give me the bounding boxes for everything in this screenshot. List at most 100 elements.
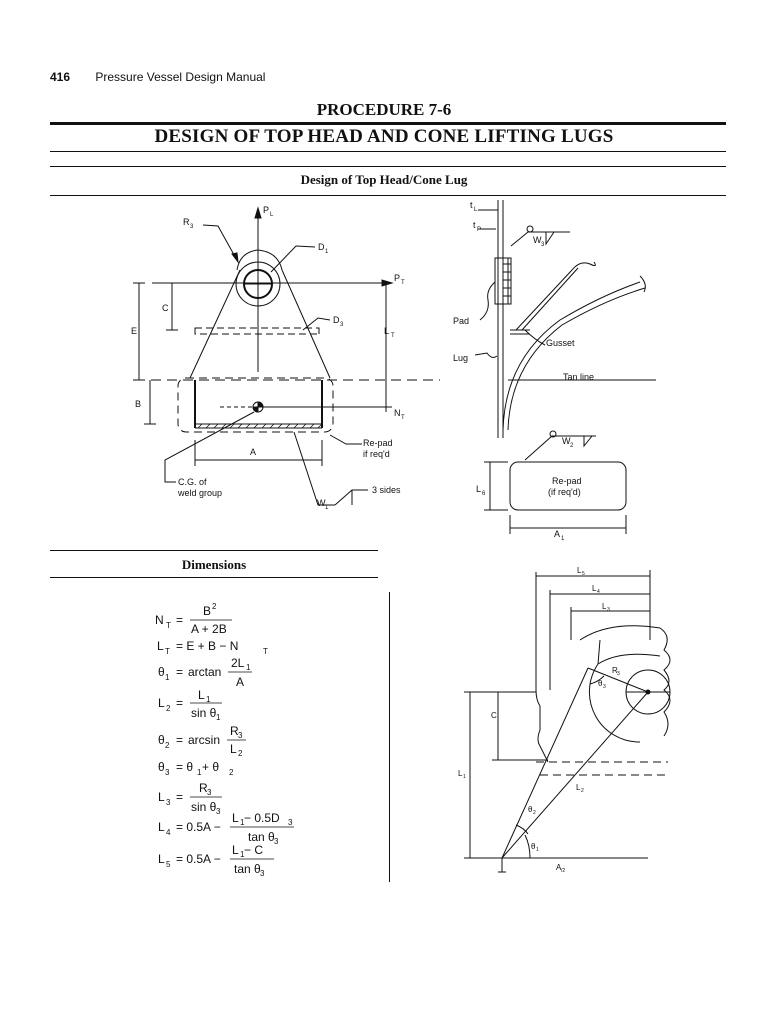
title-rule-bottom: [50, 151, 726, 152]
label-w1-sub: 1: [325, 505, 329, 511]
label-l6: L: [476, 484, 481, 494]
eq7-equals: =: [176, 790, 183, 804]
eq9-num-sub: 1: [240, 850, 245, 859]
label-pt-sub: T: [401, 280, 405, 286]
subtitle-rule-top: [50, 166, 726, 167]
eq7-den-sub: 3: [216, 807, 221, 816]
eq4-lhs-sub: 2: [166, 704, 171, 713]
label-w3: W: [533, 235, 542, 245]
eq5-den: L: [230, 742, 237, 756]
eq6-rhs-sub2: 2: [229, 768, 234, 777]
eq1-num-sup: 2: [212, 602, 217, 611]
column-divider: [389, 592, 390, 882]
eq4-num-sub: 1: [206, 695, 211, 704]
eq3-num: 2L: [231, 656, 245, 670]
label-l2-sub: 2: [581, 788, 584, 794]
label-a1-sub: 1: [561, 536, 565, 542]
label-tan-line: Tan line: [563, 372, 594, 382]
book-title: Pressure Vessel Design Manual: [95, 70, 266, 84]
label-c: C: [491, 711, 497, 720]
dimensions-rule-top: [50, 550, 378, 551]
label-tl-sub: L: [474, 207, 478, 213]
label-lt: L: [384, 326, 389, 336]
label-e: E: [131, 326, 137, 336]
eq9-num-tail: − C: [244, 843, 263, 857]
label-b: B: [135, 399, 141, 409]
eq2-lhs-sub: T: [165, 647, 170, 656]
eq9-lhs-sub: 5: [166, 860, 171, 869]
label-pl: P: [263, 205, 269, 215]
label-theta2: θ: [528, 805, 533, 814]
eq8-pre: = 0.5A −: [176, 820, 221, 834]
label-cg-2: weld group: [177, 488, 222, 498]
eq1-num: B: [203, 604, 211, 618]
eq6-plus: + θ: [202, 760, 219, 774]
label-w3-sub: 3: [541, 242, 545, 248]
label-r3-sub: 3: [190, 224, 194, 230]
eq2-tail-sub: T: [263, 647, 268, 656]
eq9-lhs: L: [158, 852, 165, 866]
label-c: C: [162, 303, 169, 313]
eq1-equals: =: [176, 613, 183, 627]
eq4-lhs: L: [158, 696, 165, 710]
eq7-num-sub: 3: [207, 788, 212, 797]
label-pad: Pad: [453, 316, 469, 326]
eq4-equals: =: [176, 696, 183, 710]
eq5-lhs-sub: 2: [165, 741, 170, 750]
label-d1: D: [318, 242, 325, 252]
eq8-den: tan θ: [248, 830, 275, 844]
label-repad-2: if req'd: [363, 449, 390, 459]
eq6-lhs-sub: 3: [165, 768, 170, 777]
label-l5-sub: 5: [582, 571, 585, 577]
eq4-den-sub: 1: [216, 713, 221, 722]
label-theta2-sub: 2: [533, 810, 536, 816]
label-r3: R: [183, 217, 190, 227]
eq2-lhs: L: [157, 639, 164, 653]
label-3-sides: 3 sides: [372, 485, 401, 495]
label-nt: N: [394, 408, 401, 418]
eq7-lhs-sub: 3: [166, 798, 171, 807]
label-a2: A: [556, 863, 562, 872]
eq3-lhs: θ: [158, 665, 165, 679]
eq8-num-tail-sub: 3: [288, 818, 293, 827]
eq7-num: R: [199, 781, 208, 795]
section-subtitle: Design of Top Head/Cone Lug: [300, 172, 468, 187]
eq9-num: L: [232, 843, 239, 857]
eq5-fn: arcsin: [188, 733, 220, 747]
label-pl-sub: L: [270, 212, 274, 218]
label-d1-sub: 1: [325, 249, 329, 255]
label-gusset: Gusset: [546, 338, 575, 348]
eq6-rhs-sub1: 1: [197, 768, 202, 777]
eq5-num-sub: 3: [238, 731, 243, 740]
label-tp-sub: P: [477, 227, 481, 233]
eq5-den-sub: 2: [238, 749, 243, 758]
eq3-num-sub: 1: [246, 663, 251, 672]
label-theta3-sub: 3: [603, 684, 606, 690]
eq1-lhs: N: [155, 613, 164, 627]
eq1-lhs-sub: T: [166, 621, 171, 630]
eq9-den: tan θ: [234, 862, 261, 876]
label-d3-sub: 3: [340, 322, 344, 328]
label-theta1-sub: 1: [536, 847, 539, 853]
page-title: DESIGN OF TOP HEAD AND CONE LIFTING LUGS: [154, 126, 614, 147]
title-rule-top: [50, 122, 726, 125]
eq7-den: sin θ: [191, 800, 217, 814]
label-w1: W: [317, 498, 326, 508]
label-lt-sub: T: [391, 333, 395, 339]
eq1-den: A + 2B: [191, 622, 227, 636]
eq8-lhs-sub: 4: [166, 828, 171, 837]
eq5-num: R: [230, 724, 239, 738]
label-d3: D: [333, 315, 340, 325]
eq8-num-tail: − 0.5D: [244, 811, 280, 825]
label-theta1: θ: [531, 842, 536, 851]
label-a1: A: [554, 529, 560, 539]
label-tl: t: [470, 200, 473, 210]
label-a: A: [250, 447, 256, 457]
eq7-lhs: L: [158, 790, 165, 804]
page-header: 416 Pressure Vessel Design Manual: [50, 70, 265, 84]
label-nt-sub: T: [401, 415, 405, 421]
